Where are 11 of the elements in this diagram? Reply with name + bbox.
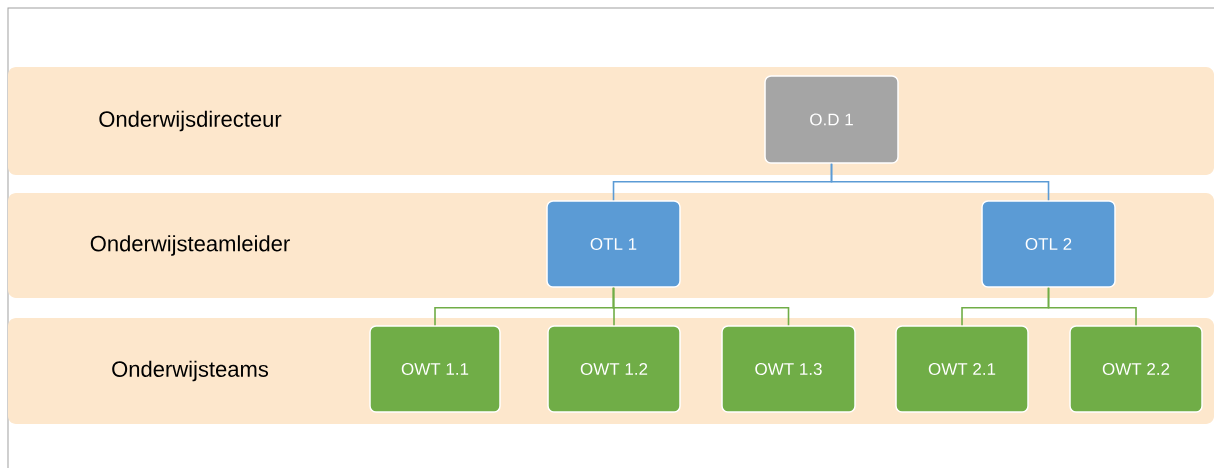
role-box: OWT 2.2 [1069,325,1203,413]
connector-line [612,286,790,327]
role-box: OWT 2.1 [895,325,1029,413]
role-box: OTL 2 [981,200,1116,288]
role-box: O.D 1 [764,75,899,164]
role-box: OWT 1.3 [721,325,856,413]
role-box: OTL 1 [546,200,681,288]
role-box: OWT 1.1 [369,325,501,413]
connector-line [1047,286,1137,327]
role-box: OWT 1.2 [547,325,681,413]
connector-line [830,162,1050,202]
